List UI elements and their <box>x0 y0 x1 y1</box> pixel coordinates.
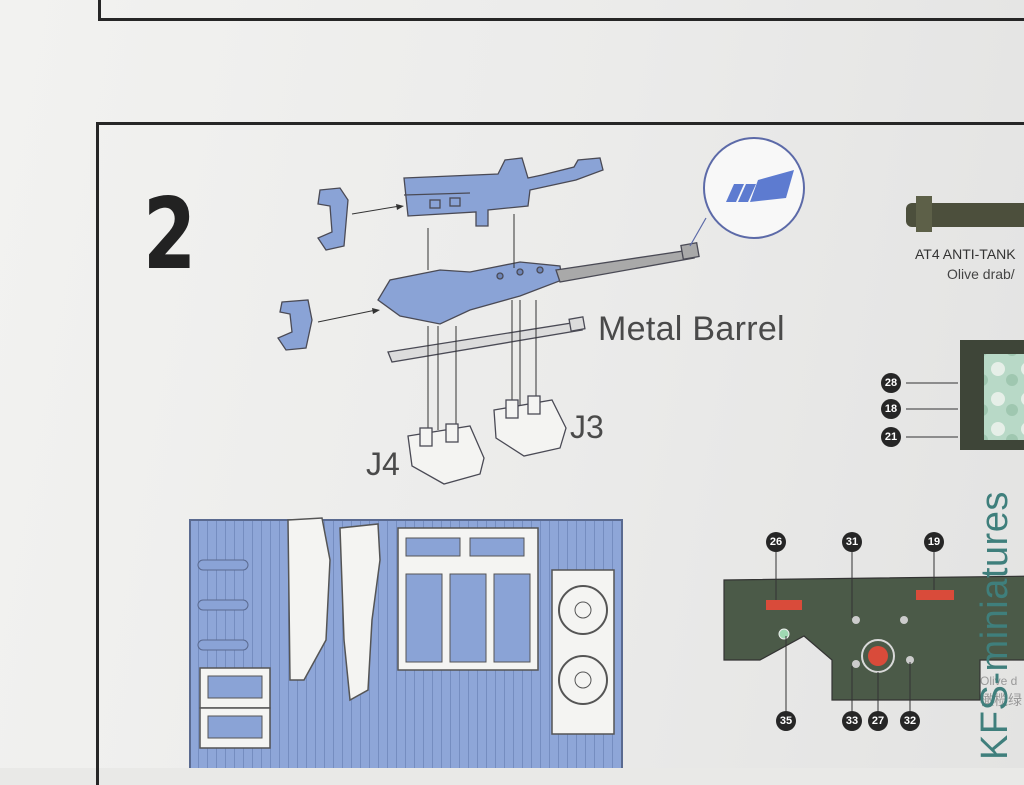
assembly-diagram <box>189 137 1024 768</box>
stand-j4-label: J4 <box>366 446 400 482</box>
metal-barrel-rod <box>387 316 586 363</box>
at4-name-label: AT4 ANTI-TANK <box>915 246 1016 262</box>
blue-sprue-frame <box>189 517 623 768</box>
step-number: 2 <box>143 178 197 292</box>
guide-line <box>351 205 401 215</box>
stand-j3 <box>493 395 567 457</box>
callout-badge: 31 <box>842 532 862 552</box>
chinese-color-label: 橄榄绿 <box>980 692 1022 708</box>
sight-part-bottom <box>277 299 313 351</box>
dashboard-panel-part <box>723 552 1024 712</box>
callout-badge: 33 <box>842 711 862 731</box>
barrel-detail-magnifier <box>689 137 805 247</box>
previous-step-frame <box>98 0 1024 21</box>
sight-part-top <box>317 187 349 251</box>
radio-screen-part <box>906 340 1024 450</box>
callout-badge: 18 <box>881 399 901 419</box>
olive-color-label: Olive d <box>980 674 1018 688</box>
at4-launcher-part <box>906 196 1024 232</box>
stand-j3-label: J3 <box>570 409 604 445</box>
heavy-machine-gun-part <box>377 241 700 325</box>
guide-line <box>317 309 377 323</box>
step-frame <box>96 122 1024 785</box>
watermark: KFS-miniatures <box>974 491 1016 760</box>
callout-badge: 35 <box>776 711 796 731</box>
callout-badge: 19 <box>924 532 944 552</box>
at4-color-label: Olive drab/ <box>947 266 1015 282</box>
stand-j4 <box>407 423 485 485</box>
upper-receiver-part <box>403 157 604 227</box>
callout-badge: 32 <box>900 711 920 731</box>
callout-badge: 27 <box>868 711 888 731</box>
assembly-guide-lines <box>427 214 537 440</box>
callout-badge: 28 <box>881 373 901 393</box>
metal-barrel-label: Metal Barrel <box>598 310 785 348</box>
callout-badge: 26 <box>766 532 786 552</box>
callout-badge: 21 <box>881 427 901 447</box>
